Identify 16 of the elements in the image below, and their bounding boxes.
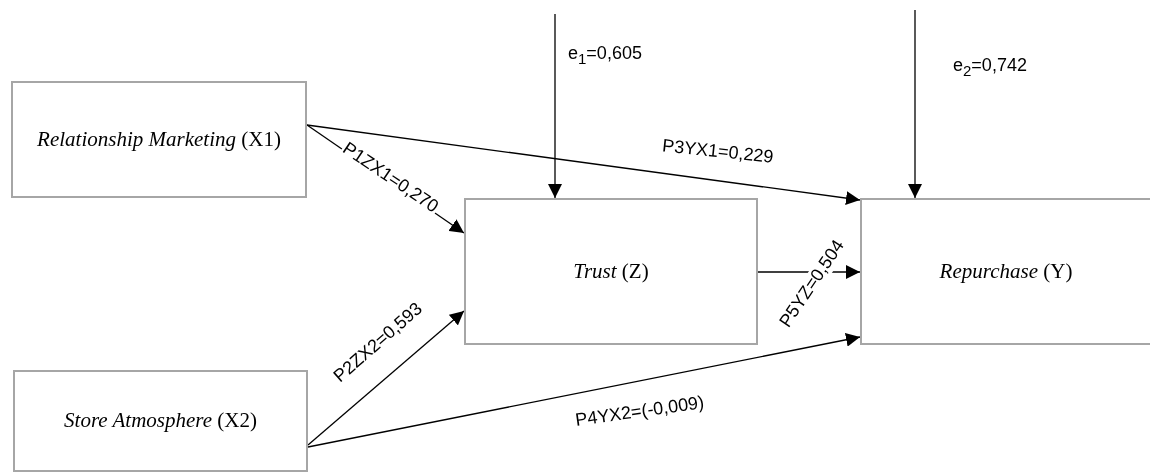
path-coefficient-label: P3YX1=0,229 [660,136,776,168]
variable-box [11,81,307,198]
variable-name: Store Atmosphere (X2) [63,407,258,435]
variable-box [13,370,308,472]
arrow [307,332,861,448]
arrow [908,9,922,199]
arrow [306,124,861,206]
variable-box [860,198,1150,345]
variable-name: Trust (Z) [572,257,650,285]
error-term-label: e$_{2}$=0,742 [952,55,1028,79]
error-term-label: e$_{1}$=0,605 [567,43,643,67]
arrow [548,13,562,199]
variable-name: Relationship Marketing (X1) [36,125,282,153]
variable-box [464,198,758,345]
arrow [307,310,465,446]
variable-name: Repurchase (Y) [938,257,1074,285]
